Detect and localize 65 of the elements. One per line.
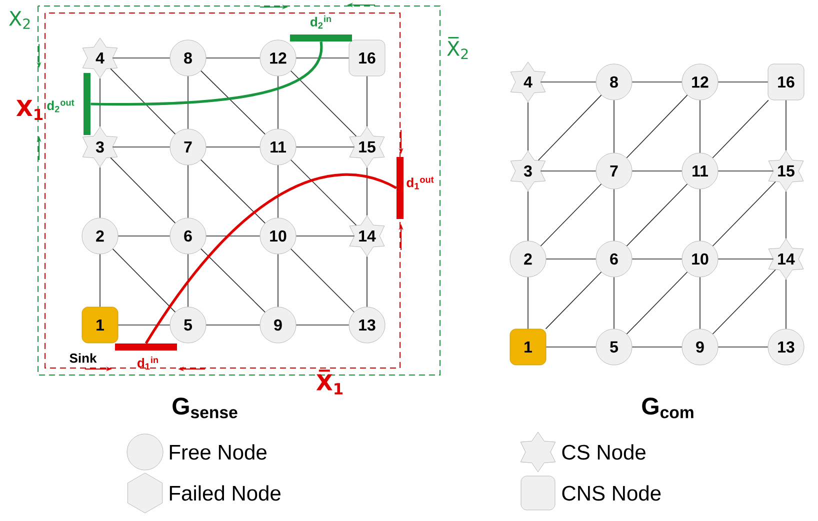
link-line: [206, 146, 260, 148]
cs-node-star: 15: [349, 126, 385, 168]
link-line: [206, 324, 260, 326]
link-line: [110, 157, 176, 224]
link-line: [538, 94, 602, 161]
curved-path: [90, 42, 322, 106]
link-line: [290, 248, 355, 313]
link-line: [296, 146, 355, 148]
link-line: [290, 159, 357, 226]
link-line: [110, 68, 176, 134]
link-line: [200, 248, 266, 313]
link-line: [626, 184, 688, 246]
link-line: [112, 248, 176, 312]
link-line: [712, 269, 776, 334]
link-line: [718, 346, 768, 348]
link-line: [200, 159, 266, 224]
sink-node-box: 1: [510, 328, 546, 366]
link-line: [366, 76, 368, 127]
set-label: X̅$_{1}$: [316, 370, 343, 394]
link-line: [546, 258, 596, 260]
cns-node-box: 16: [768, 64, 804, 100]
link-line: [540, 184, 602, 246]
legend-text: Free Node: [170, 444, 266, 460]
link-line: [632, 170, 682, 172]
sink-label: Sink: [70, 353, 97, 363]
graph-title: G$_{com}$: [642, 398, 694, 418]
link-line: [546, 346, 596, 348]
link-line: [540, 170, 596, 172]
link-line: [712, 181, 776, 246]
link-line: [366, 256, 368, 308]
legend-text: CS Node: [562, 444, 646, 460]
link-line: [200, 70, 266, 135]
set-label: X$_{2}$: [9, 11, 30, 29]
bar-label: d$_{2}$in: [310, 15, 331, 29]
link-line: [626, 94, 688, 158]
cs-node-star: 14: [349, 216, 385, 256]
cs-node-star: 4: [82, 38, 118, 78]
bar-label: d$_{2}$out: [47, 100, 74, 112]
link-line: [545, 272, 602, 330]
graph-title: G$_{sense}$: [172, 398, 238, 418]
bar-label: d$_{1}$in: [138, 356, 158, 370]
curved-path: [144, 173, 397, 344]
cns-node-box: 16: [348, 40, 386, 76]
set-label: X$_{1}$: [16, 100, 43, 120]
link-line: [712, 100, 769, 158]
link-line: [112, 146, 170, 148]
set-label: X̅$_{2}$: [447, 37, 468, 59]
link-line: [632, 258, 682, 260]
link-line: [718, 258, 774, 260]
link-line: [718, 170, 774, 172]
link-line: [632, 346, 682, 348]
link-line: [290, 70, 357, 137]
link-line: [626, 272, 688, 334]
link-line: [118, 324, 170, 326]
legend-text: Failed Node: [170, 485, 280, 501]
cs-node-star: 3: [510, 150, 546, 192]
link-line: [366, 167, 368, 216]
cs-node-star: 4: [510, 62, 546, 102]
legend-text: CNS Node: [562, 485, 661, 501]
cs-node-star: 15: [768, 150, 804, 192]
cs-node-star: 14: [768, 238, 804, 280]
bar-label: d$_{1}$out: [406, 176, 434, 190]
sink-node-box: 1: [82, 306, 118, 344]
cs-node-star: 3: [82, 126, 118, 168]
link-line: [296, 324, 350, 326]
